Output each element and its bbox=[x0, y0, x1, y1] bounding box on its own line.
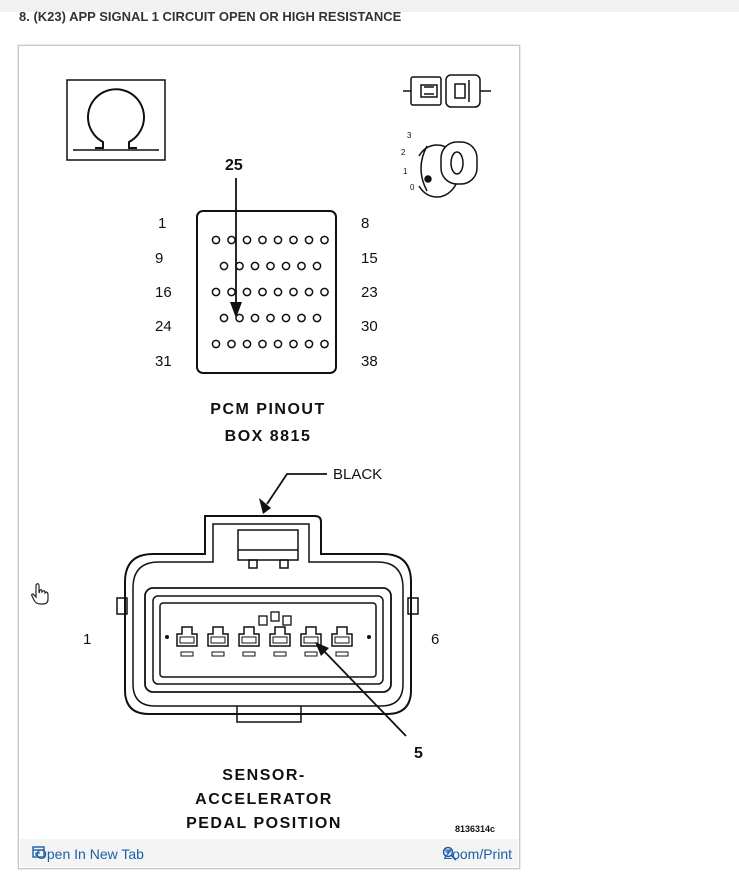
ohmmeter-icon bbox=[66, 79, 166, 161]
connector-key-mark bbox=[282, 615, 292, 626]
pcm-caption-line2: BOX 8815 bbox=[225, 428, 312, 445]
connector-key-mark bbox=[270, 611, 280, 622]
switch-pos-3: 3 bbox=[407, 131, 412, 140]
figure-code: 8136314c bbox=[455, 824, 495, 834]
pcm-pin-hole bbox=[250, 313, 260, 323]
pcm-label-right-1: 8 bbox=[361, 215, 369, 232]
connector-pin-row bbox=[165, 611, 371, 657]
connector-dot bbox=[165, 635, 169, 639]
connector-callout-arrowhead bbox=[315, 642, 329, 656]
pcm-callout-arrowhead bbox=[230, 302, 242, 318]
pcm-pin-hole bbox=[312, 313, 322, 323]
hand-pointer-icon bbox=[30, 582, 50, 611]
pcm-pin-hole bbox=[235, 313, 244, 323]
pcm-pin-hole bbox=[320, 339, 329, 349]
pcm-pin-hole bbox=[273, 339, 283, 349]
pcm-caption-line1: PCM PINOUT bbox=[210, 401, 325, 418]
pcm-pin-hole bbox=[281, 261, 291, 271]
pcm-pin-hole bbox=[304, 339, 314, 349]
pcm-pin-hole bbox=[242, 235, 252, 245]
pcm-pin-hole bbox=[320, 287, 329, 297]
pcm-pin-hole bbox=[266, 313, 275, 323]
pcm-pin-hole bbox=[258, 235, 267, 245]
connector-terminal bbox=[176, 626, 198, 657]
connector-terminal bbox=[238, 626, 260, 657]
pcm-pin-hole bbox=[273, 287, 283, 297]
zoom-print-link[interactable]: Zoom/Print bbox=[442, 846, 512, 862]
pcm-pin-hole bbox=[219, 313, 229, 323]
pcm-pin-hole bbox=[258, 287, 267, 297]
pcm-pin-hole bbox=[227, 339, 236, 349]
pcm-pin-hole bbox=[289, 287, 298, 297]
pcm-pin-hole bbox=[211, 235, 221, 245]
switch-pos-2: 2 bbox=[401, 148, 406, 157]
pcm-label-right-2: 15 bbox=[361, 250, 378, 267]
pcm-pin-hole bbox=[258, 339, 267, 349]
pcm-pin-hole bbox=[235, 261, 244, 271]
sensor-caption-line3: PEDAL POSITION bbox=[186, 815, 342, 832]
sensor-caption-line2: ACCELERATOR bbox=[195, 791, 333, 808]
color-label-arrowhead bbox=[259, 498, 271, 514]
step-title: 8. (K23) APP SIGNAL 1 CIRCUIT OPEN OR HI… bbox=[19, 9, 402, 24]
pcm-pin-hole bbox=[211, 339, 221, 349]
pcm-pin-hole bbox=[242, 287, 252, 297]
connector-terminal bbox=[331, 626, 353, 657]
sensor-caption-line1: SENSOR- bbox=[222, 767, 305, 784]
pcm-pin-hole bbox=[320, 235, 329, 245]
pcm-pin-hole bbox=[304, 287, 314, 297]
open-in-new-tab-link[interactable]: Open In New Tab bbox=[32, 846, 144, 862]
pcm-label-right-5: 38 bbox=[361, 353, 378, 370]
switch-pos-1: 1 bbox=[403, 167, 408, 176]
connector-dot bbox=[367, 635, 371, 639]
pcm-pin-hole bbox=[312, 261, 322, 271]
pcm-pin-hole bbox=[266, 261, 275, 271]
connector-color-label: BLACK bbox=[333, 466, 382, 483]
pcm-pin-hole bbox=[304, 235, 314, 245]
connector-pin-label-6: 6 bbox=[431, 631, 439, 648]
pcm-label-right-3: 23 bbox=[361, 284, 378, 301]
connector-terminal bbox=[207, 626, 229, 657]
pcm-pin-hole bbox=[211, 287, 221, 297]
connector-disconnect-icon bbox=[403, 74, 491, 108]
pcm-pin-hole bbox=[273, 235, 283, 245]
top-bar bbox=[0, 0, 739, 12]
open-in-new-tab-label: Open In New Tab bbox=[36, 846, 144, 862]
sensor-connector bbox=[116, 515, 419, 723]
pcm-label-left-4: 24 bbox=[155, 318, 172, 335]
pcm-pin-grid bbox=[211, 235, 329, 349]
pcm-pin-hole bbox=[250, 261, 260, 271]
pcm-label-left-3: 16 bbox=[155, 284, 172, 301]
diagram-svg: 3 2 1 0 25 1 9 16 24 31 8 15 23 30 38 PC… bbox=[66, 74, 495, 834]
pcm-pin-hole bbox=[289, 339, 298, 349]
connector-callout-arrow bbox=[322, 649, 407, 737]
pcm-pin-hole bbox=[227, 235, 236, 245]
pcm-pin-hole bbox=[297, 313, 306, 323]
pcm-pin-hole bbox=[297, 261, 306, 271]
pcm-pin-hole bbox=[289, 235, 298, 245]
zoom-print-label: Zoom/Print bbox=[443, 846, 512, 862]
pcm-pin-hole bbox=[281, 313, 291, 323]
color-label-leader bbox=[266, 473, 327, 505]
figure-footer: Open In New Tab Zoom/Print bbox=[20, 839, 518, 867]
pcm-pin-hole bbox=[219, 261, 229, 271]
pcm-label-right-4: 30 bbox=[361, 318, 378, 335]
connector-terminal bbox=[269, 626, 291, 657]
wiring-diagram-figure: 3 2 1 0 25 1 9 16 24 31 8 15 23 30 38 PC… bbox=[18, 45, 520, 869]
connector-pin-label-1: 1 bbox=[83, 631, 91, 648]
pcm-label-left-2: 9 bbox=[155, 250, 163, 267]
pcm-label-left-1: 1 bbox=[158, 215, 166, 232]
connector-key-mark bbox=[258, 615, 268, 626]
ignition-key-icon bbox=[418, 141, 478, 198]
connector-pin-callout: 5 bbox=[414, 745, 423, 762]
pcm-label-left-5: 31 bbox=[155, 353, 172, 370]
pcm-pin-hole bbox=[242, 339, 252, 349]
pcm-pin-callout: 25 bbox=[225, 157, 243, 174]
switch-pos-0: 0 bbox=[410, 183, 415, 192]
connector-terminal bbox=[300, 626, 322, 657]
pcm-pin-hole bbox=[227, 287, 236, 297]
